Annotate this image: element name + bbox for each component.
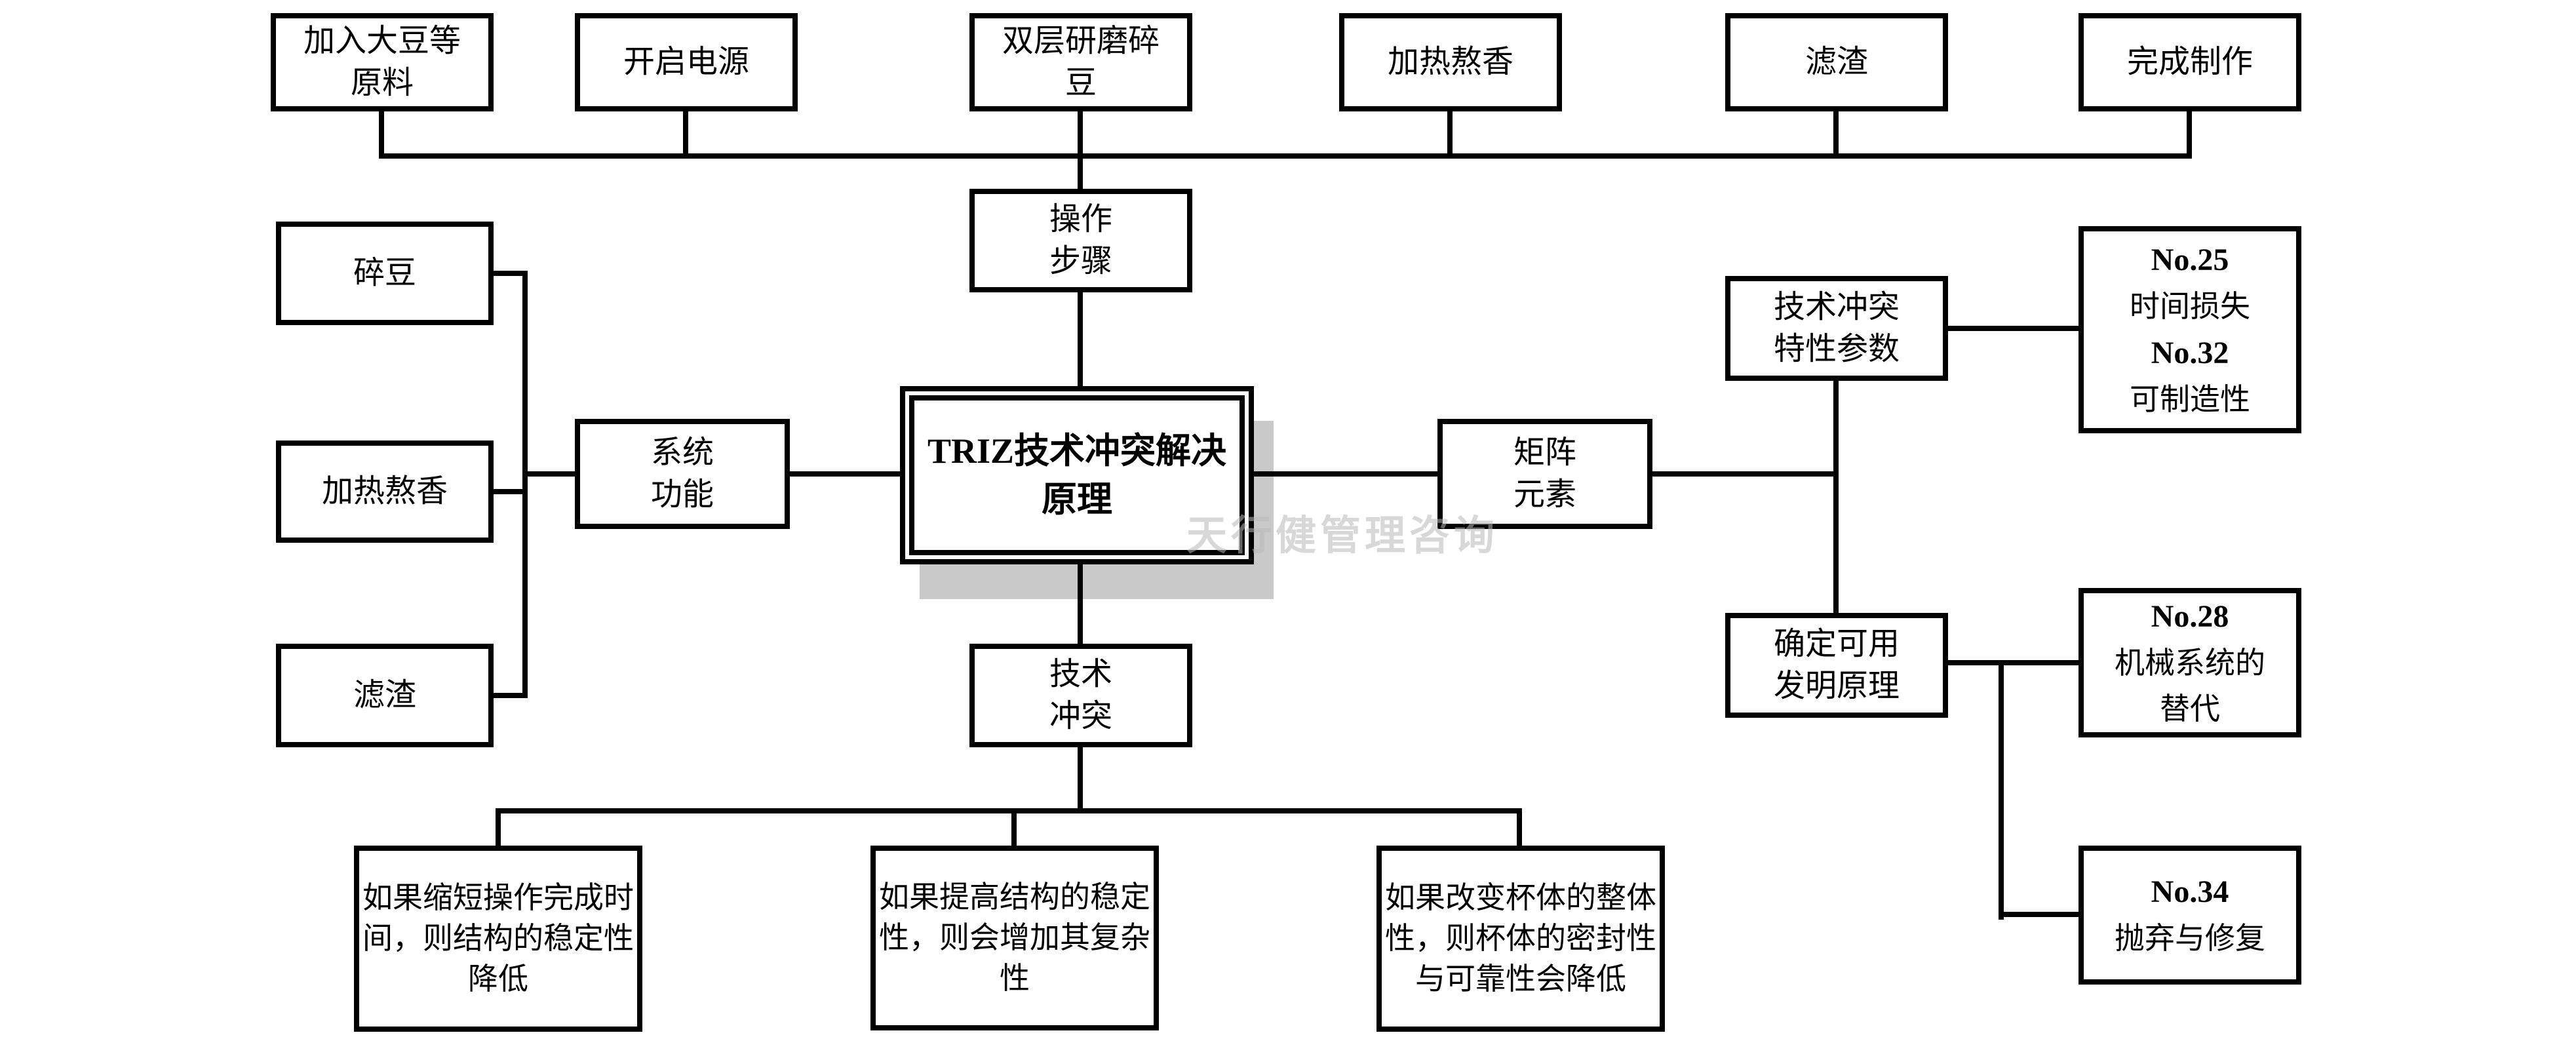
node-label: 如果改变杯体的整体 性，则杯体的密封性 与可靠性会降低 [1385, 881, 1656, 996]
connector-center-to-matrix [1251, 471, 1443, 477]
node-conflict-parameters: 技术冲突 特性参数 [1725, 276, 1948, 381]
node-label: 加入大豆等 原料 [303, 24, 461, 100]
connector-bottom-stub-1 [496, 811, 501, 848]
result-number: No.34 [2151, 874, 2229, 909]
node-label: 滤渣 [353, 678, 416, 713]
node-label: 双层研磨碎 豆 [1002, 24, 1160, 100]
node-label: 碎豆 [353, 256, 416, 290]
connector-opsteps-to-center [1078, 292, 1083, 389]
node-label: 矩阵 元素 [1513, 435, 1576, 512]
result-name: 时间损失 [2130, 290, 2250, 323]
node-result-no28: No.28 机械系统的 替代 [2078, 588, 2301, 737]
node-step-heat: 加热熬香 [1339, 13, 1562, 111]
connector-function-2 [493, 489, 528, 494]
node-function-filter: 滤渣 [276, 644, 494, 747]
connector-matrix-to-junction [1651, 471, 1839, 477]
node-conflict-statement-3: 如果改变杯体的整体 性，则杯体的密封性 与可靠性会降低 [1376, 846, 1665, 1032]
connector-params-to-no25 [1947, 326, 2081, 331]
connector-left-bus [522, 271, 528, 698]
connector-right-vertical-upper [1833, 381, 1839, 616]
connector-bottom-stub-2 [1011, 811, 1017, 848]
node-conflict-statement-1: 如果缩短操作完成时 间，则结构的稳定性 降低 [354, 846, 642, 1032]
node-step-add-beans: 加入大豆等 原料 [271, 13, 494, 111]
node-function-heat: 加热熬香 [276, 440, 494, 543]
connector-center-to-conflict [1078, 560, 1083, 646]
result-number: No.25 [2151, 243, 2229, 277]
node-label: 如果提高结构的稳定 性，则会增加其复杂 性 [879, 880, 1150, 995]
connector-right-vertical-lower [1999, 660, 2004, 920]
connector-bottom-bus [496, 808, 1522, 813]
node-label: TRIZ技术冲突解决 原理 [927, 431, 1227, 519]
node-label: 系统 功能 [650, 435, 714, 512]
connector-top-stub-6 [2187, 111, 2192, 159]
node-result-no34: No.34 抛弃与修复 [2078, 846, 2301, 985]
node-step-grind: 双层研磨碎 豆 [969, 13, 1192, 111]
connector-function-3 [493, 693, 528, 698]
node-result-no25-no32: No.25 时间损失 No.32 可制造性 [2078, 226, 2301, 433]
connector-top-stub-5 [1833, 111, 1839, 159]
connector-conflict-down [1078, 747, 1083, 813]
node-system-function: 系统 功能 [575, 419, 790, 529]
result-name: 抛弃与修复 [2115, 922, 2265, 955]
connector-top-stub-3 [1078, 111, 1083, 159]
connector-bus-to-opsteps [1078, 156, 1083, 191]
connector-junction-to-no34 [1999, 912, 2081, 917]
connector-top-stub-4 [1447, 111, 1453, 159]
node-triz-center: TRIZ技术冲突解决 原理 [900, 386, 1254, 564]
result-name: 机械系统的 替代 [2115, 646, 2265, 726]
node-label: 完成制作 [2126, 45, 2253, 79]
node-label: 加热熬香 [1387, 45, 1513, 79]
node-determine-principles: 确定可用 发明原理 [1725, 613, 1948, 718]
node-label: 技术冲突 特性参数 [1773, 290, 1900, 366]
node-operation-steps: 操作 步骤 [969, 189, 1192, 292]
node-label: 滤渣 [1805, 45, 1868, 79]
node-function-crush: 碎豆 [276, 222, 494, 325]
connector-determine-to-no28 [1947, 660, 2081, 665]
result-number: No.32 [2151, 336, 2229, 370]
node-step-power-on: 开启电源 [575, 13, 798, 111]
node-label: 如果缩短操作完成时 间，则结构的稳定性 降低 [362, 881, 634, 996]
node-conflict-statement-2: 如果提高结构的稳定 性，则会增加其复杂 性 [870, 846, 1159, 1030]
connector-top-stub-1 [379, 111, 384, 159]
node-matrix-element: 矩阵 元素 [1437, 419, 1652, 529]
result-name: 可制造性 [2130, 383, 2250, 416]
result-number: No.28 [2151, 599, 2229, 634]
connector-bus-to-sysfn [522, 471, 580, 477]
node-label: 加热熬香 [321, 474, 448, 509]
triz-inner-border: TRIZ技术冲突解决 原理 [909, 395, 1245, 555]
node-label: 确定可用 发明原理 [1773, 627, 1900, 703]
connector-function-1 [493, 271, 528, 276]
node-tech-conflict: 技术 冲突 [969, 644, 1192, 747]
connector-sysfn-to-center [789, 471, 905, 477]
connector-top-bus [379, 153, 2192, 159]
node-label: 开启电源 [623, 45, 749, 79]
node-step-filter: 滤渣 [1725, 13, 1948, 111]
connector-bottom-stub-3 [1517, 811, 1522, 848]
connector-top-stub-2 [683, 111, 688, 159]
node-step-finish: 完成制作 [2078, 13, 2301, 111]
node-label: 技术 冲突 [1049, 657, 1112, 734]
node-label: 操作 步骤 [1049, 202, 1112, 279]
